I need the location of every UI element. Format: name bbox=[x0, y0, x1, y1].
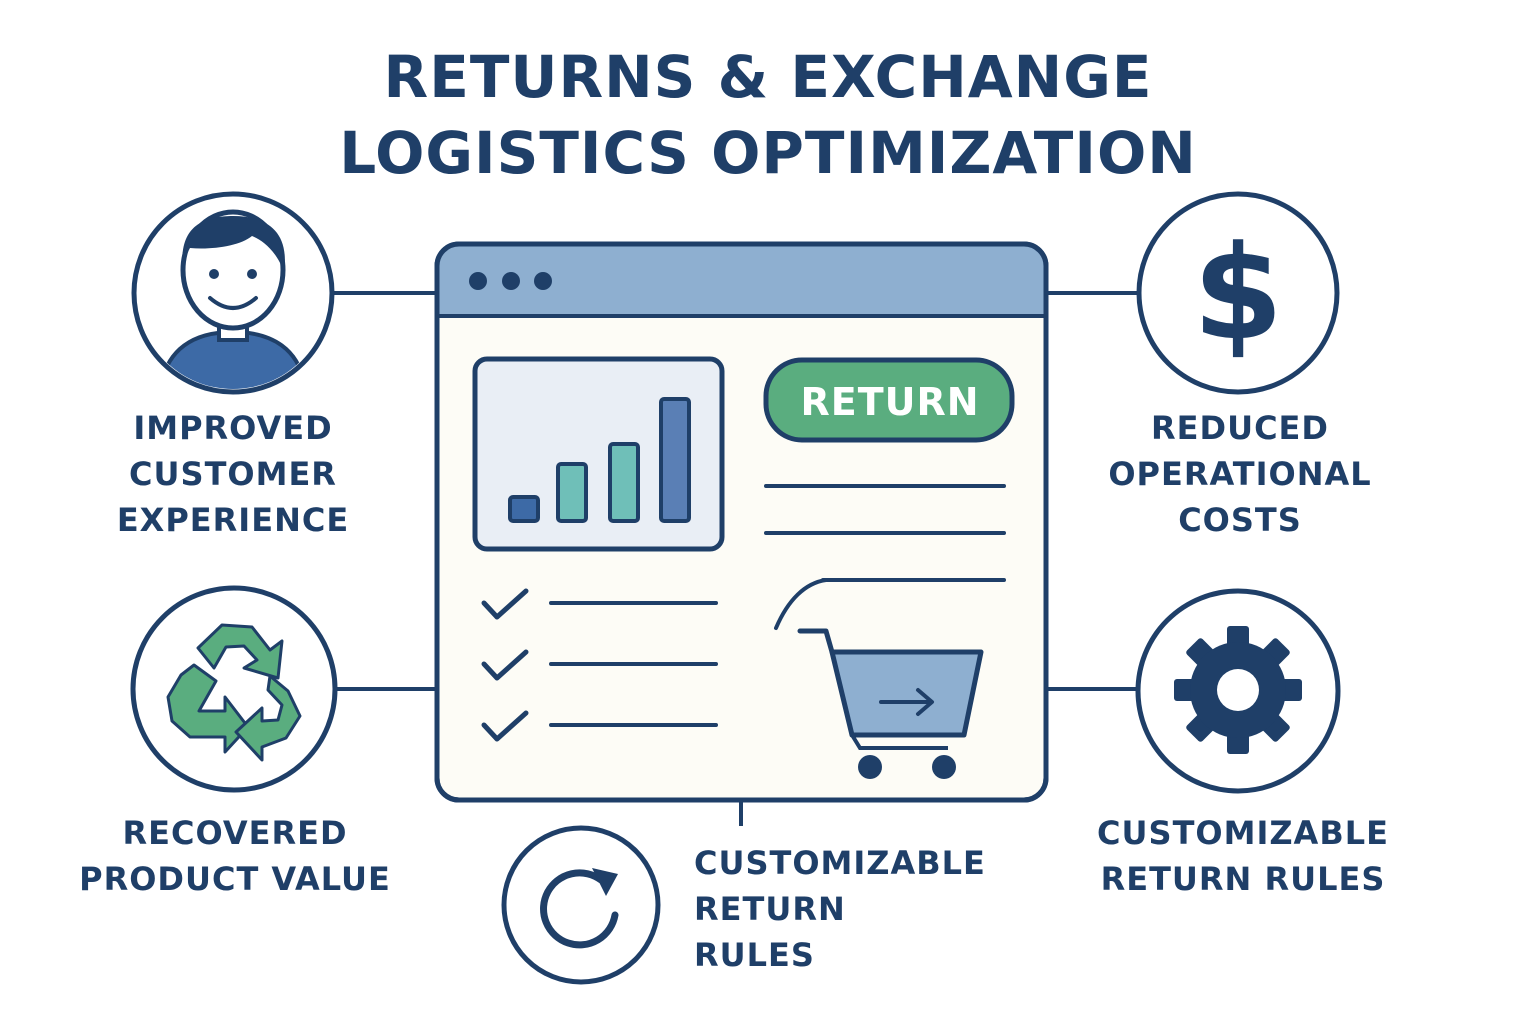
label-return-rules-right: CUSTOMIZABLE RETURN RULES bbox=[1078, 810, 1408, 902]
app-window bbox=[434, 241, 1049, 803]
return-button-shape[interactable] bbox=[763, 357, 1015, 443]
label-line: CUSTOMER bbox=[129, 455, 337, 493]
svg-text:$: $ bbox=[1193, 217, 1283, 369]
cart-icon[interactable] bbox=[774, 578, 984, 779]
window-dot-3[interactable] bbox=[534, 272, 552, 290]
label-reduced-costs: REDUCED OPERATIONAL COSTS bbox=[1080, 405, 1400, 543]
label-line: RETURN bbox=[694, 890, 846, 928]
chart-bar-4 bbox=[659, 397, 691, 523]
connector-lines bbox=[332, 291, 1138, 826]
checklist bbox=[481, 588, 718, 742]
label-line: IMPROVED bbox=[133, 409, 333, 447]
label-line: CUSTOMIZABLE bbox=[1097, 814, 1389, 852]
refresh-icon bbox=[501, 825, 661, 985]
return-button-label[interactable]: RETURN bbox=[800, 380, 980, 424]
check-icon bbox=[481, 649, 529, 681]
label-line: OPERATIONAL bbox=[1108, 455, 1372, 493]
check-icon bbox=[481, 710, 529, 742]
label-customer-experience: IMPROVED CUSTOMER EXPERIENCE bbox=[80, 405, 386, 543]
dollar-icon: $ bbox=[1136, 191, 1340, 395]
text-lines bbox=[764, 484, 1006, 582]
chart-bar-1 bbox=[508, 495, 540, 523]
chart-bar-2 bbox=[556, 462, 588, 523]
recycle-icon bbox=[130, 585, 338, 793]
window-dot-2[interactable] bbox=[502, 272, 520, 290]
chart-bar-3 bbox=[608, 442, 640, 523]
title-line-2: LOGISTICS OPTIMIZATION bbox=[339, 119, 1197, 187]
label-return-rules-bottom: CUSTOMIZABLE RETURN RULES bbox=[694, 840, 1014, 978]
label-line: CUSTOMIZABLE bbox=[694, 844, 986, 882]
title-line-1: RETURNS & EXCHANGE bbox=[383, 43, 1153, 111]
label-line: EXPERIENCE bbox=[116, 501, 350, 539]
label-recovered-value: RECOVERED PRODUCT VALUE bbox=[60, 810, 410, 902]
label-line: RETURN RULES bbox=[1100, 860, 1386, 898]
label-line: PRODUCT VALUE bbox=[79, 860, 391, 898]
person-icon bbox=[131, 191, 335, 395]
label-line: COSTS bbox=[1178, 501, 1302, 539]
label-line: RULES bbox=[694, 936, 815, 974]
label-line: RECOVERED bbox=[122, 814, 348, 852]
chart-panel bbox=[472, 356, 725, 552]
label-line: REDUCED bbox=[1151, 409, 1329, 447]
check-icon bbox=[481, 588, 529, 620]
gear-icon bbox=[1135, 588, 1341, 794]
window-dot-1[interactable] bbox=[469, 272, 487, 290]
